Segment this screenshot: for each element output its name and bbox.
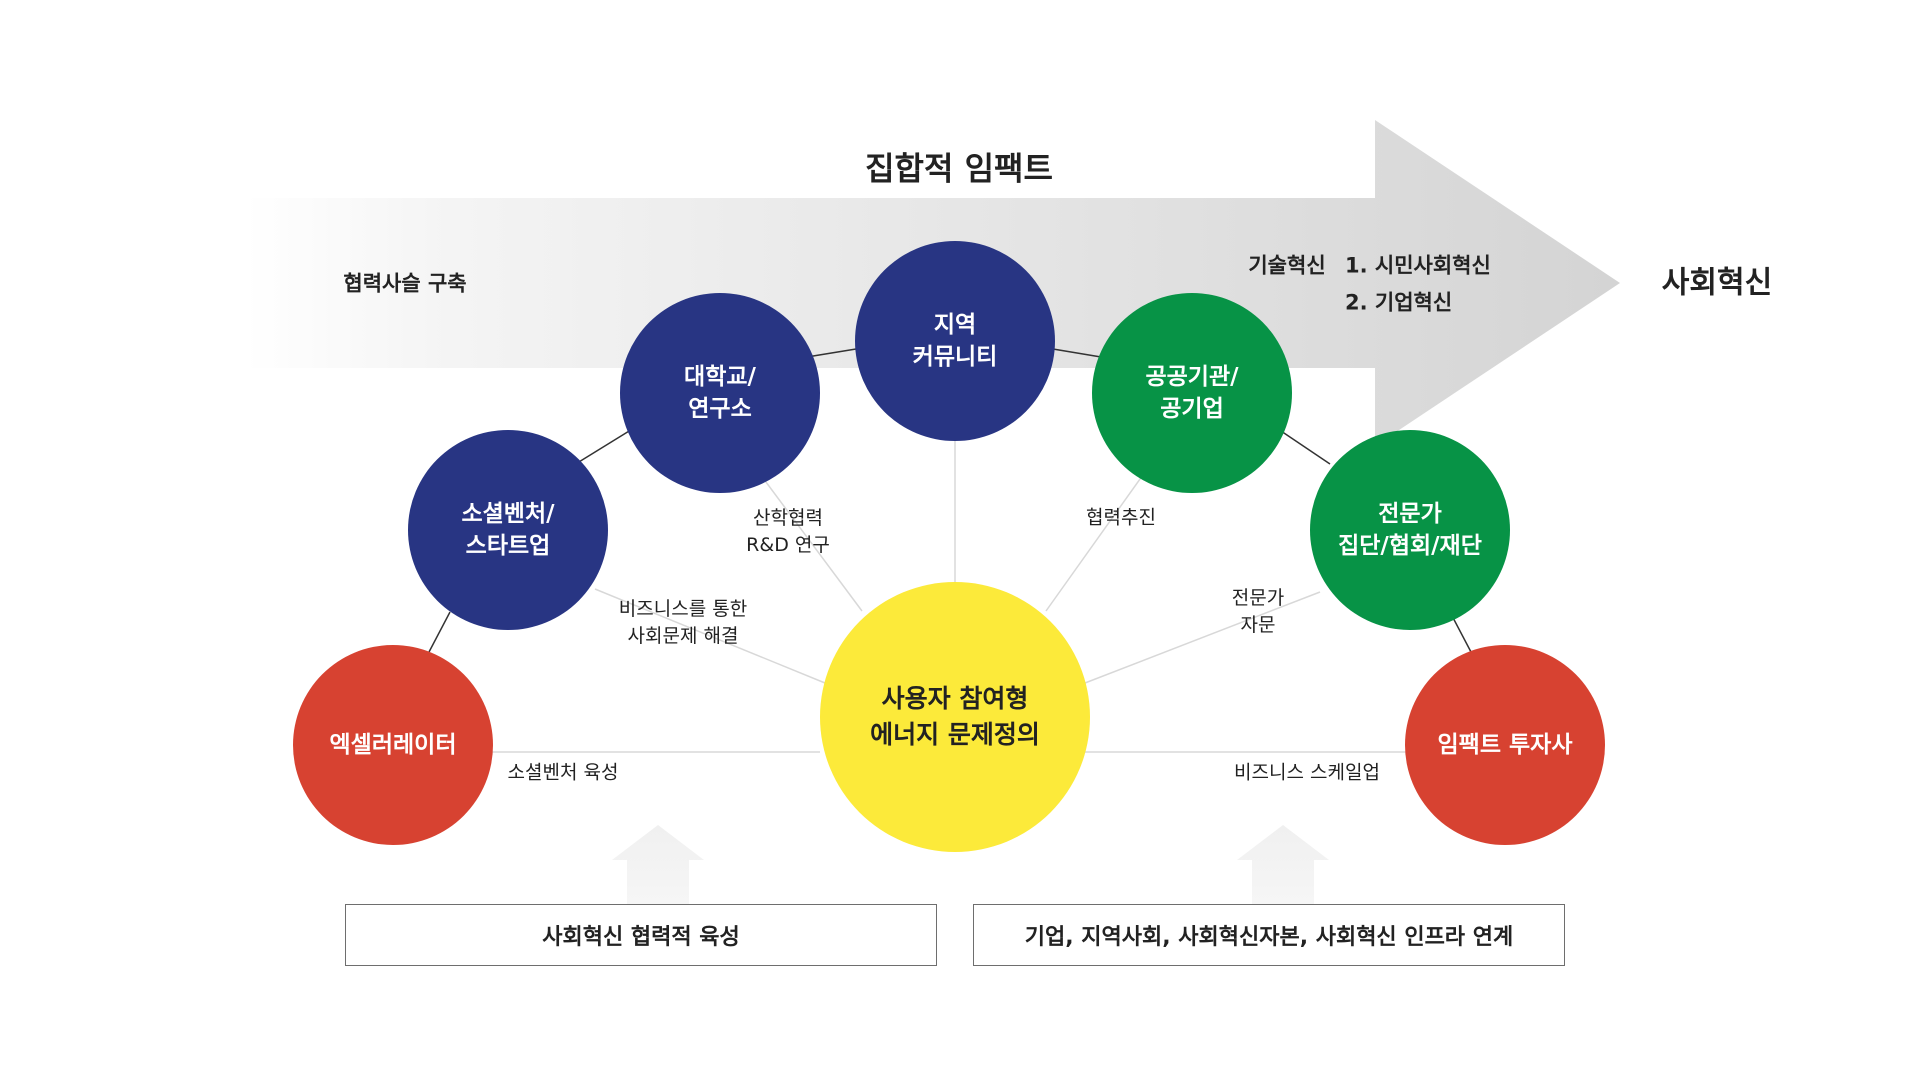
center-circle (820, 582, 1090, 852)
node-label-social-venture: 소셜벤처/ 스타트업 (461, 501, 555, 559)
collaboration-chain-label: 협력사슬 구축 (343, 271, 467, 296)
center-links (490, 441, 1408, 753)
link-label-cooperate: 협력추진 (1086, 506, 1156, 529)
expert-circle (1310, 430, 1510, 630)
diagram-title: 집합적 임팩트 (865, 149, 1053, 188)
bottom-box-right: 기업, 지역사회, 사회혁신자본, 사회혁신 인프라 연계 (973, 904, 1565, 966)
up-arrow-right (1237, 825, 1329, 905)
link-label-industry: 산학협력 R&D 연구 (746, 507, 830, 556)
link-label-business: 비즈니스를 통한 사회문제 해결 (618, 598, 748, 647)
innovation-item-2: 2. 기업혁신 (1345, 290, 1453, 315)
link-center-social-venture (594, 588, 826, 684)
tech-innovation-label: 기술혁신 (1248, 253, 1326, 278)
outer-connectors (428, 348, 1472, 653)
up-arrow-left (612, 825, 704, 905)
link-center-university (759, 473, 863, 612)
node-label-accelerator: 엑셀러레이터 (329, 732, 457, 758)
circles (293, 241, 1605, 852)
node-label-impact-investor: 임팩트 투자사 (1437, 732, 1573, 758)
connector-community-public (1052, 348, 1102, 358)
connector-social-university (573, 427, 635, 466)
link-label-scaleup: 비즈니스 스케일업 (1234, 761, 1380, 784)
innovation-item-1: 1. 시민사회혁신 (1345, 253, 1491, 278)
node-label-public: 공공기관/ 공기업 (1145, 364, 1239, 422)
accelerator-circle (293, 645, 493, 845)
node-label-expert: 전문가 집단/협회/재단 (1338, 501, 1482, 559)
university-circle (620, 293, 820, 493)
public-circle (1092, 293, 1292, 493)
bottom-box-left: 사회혁신 협력적 육성 (345, 904, 937, 966)
link-center-expert (1084, 591, 1321, 684)
result-label: 사회혁신 (1661, 265, 1773, 301)
community-circle (855, 241, 1055, 441)
impact-investor-circle (1405, 645, 1605, 845)
link-label-incubate: 소셜벤처 육성 (507, 761, 619, 784)
social-venture-circle (408, 430, 608, 630)
node-label-community: 지역 커뮤니티 (912, 312, 998, 370)
connector-accelerator-social (428, 611, 451, 653)
center-label: 사용자 참여형 에너지 문제정의 (870, 684, 1040, 749)
connector-public-expert (1280, 430, 1331, 465)
link-label-advice: 전문가 자문 (1231, 587, 1285, 636)
connector-university-community (806, 348, 857, 358)
link-center-public (1045, 471, 1146, 612)
node-label-university: 대학교/ 연구소 (684, 364, 756, 422)
